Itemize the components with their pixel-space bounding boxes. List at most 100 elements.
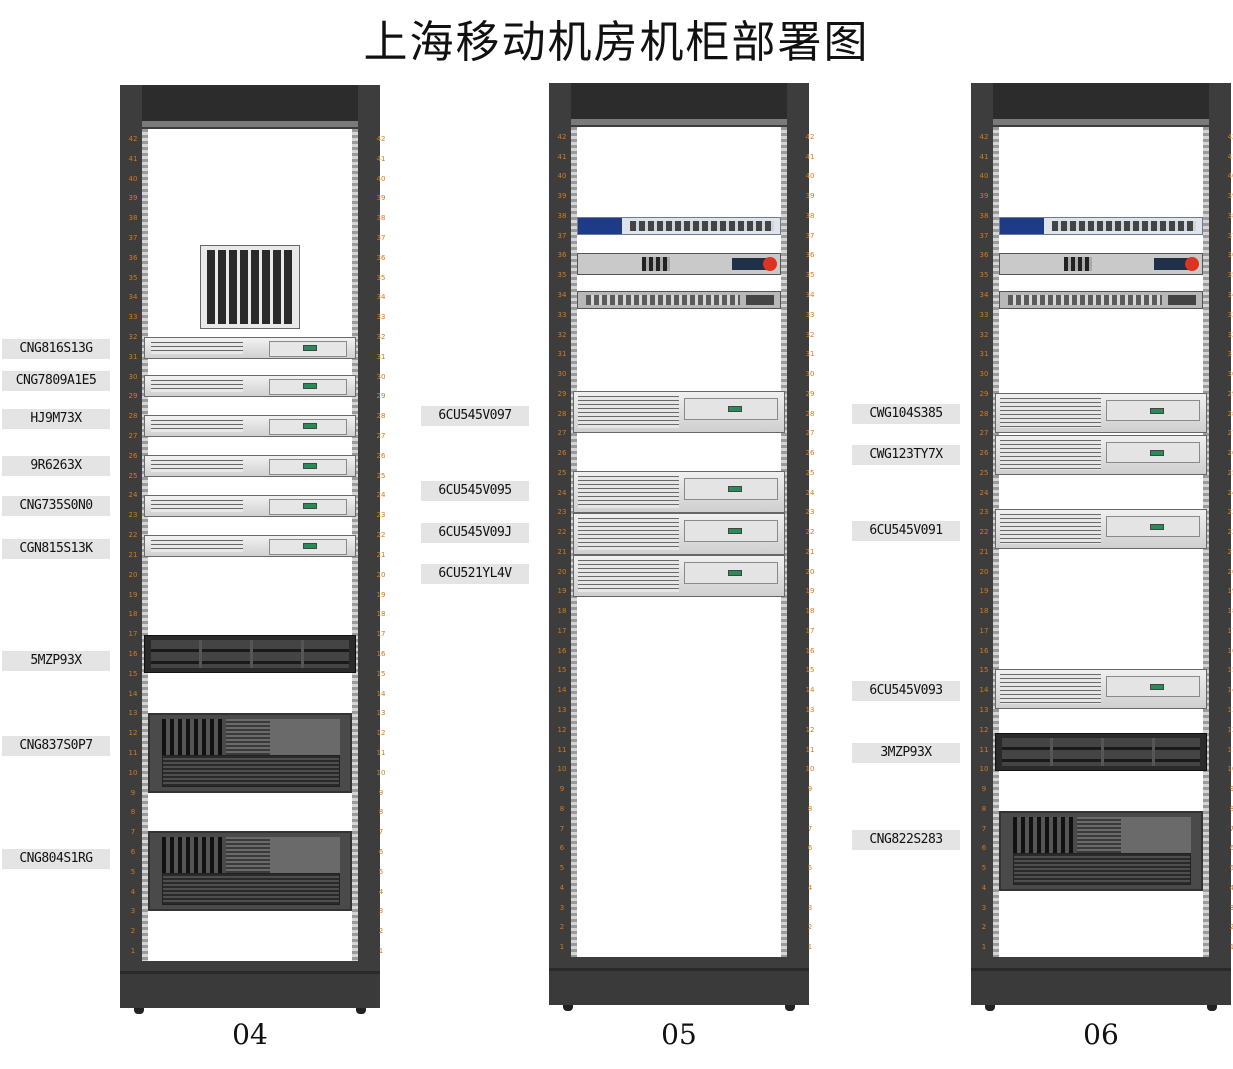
unit-number: 42 <box>557 132 567 141</box>
tape-library <box>200 245 300 329</box>
unit-number: 30 <box>979 370 989 379</box>
unit-number: 28 <box>128 412 138 421</box>
unit-number: 20 <box>376 570 386 579</box>
status-led <box>303 503 317 509</box>
unit-number: 25 <box>979 468 989 477</box>
storage-array <box>995 733 1207 771</box>
unit-number: 2 <box>981 923 987 932</box>
unit-number: 18 <box>376 610 386 619</box>
unit-number: 25 <box>805 468 815 477</box>
unit-number: 1 <box>559 943 565 952</box>
unit-number: 30 <box>1227 370 1233 379</box>
network-switch <box>577 291 781 309</box>
unit-number: 3 <box>130 907 136 916</box>
unit-number: 21 <box>128 550 138 559</box>
rack-top <box>993 83 1209 121</box>
server-2u <box>995 669 1207 709</box>
unit-number: 5 <box>559 864 565 873</box>
unit-number: 14 <box>805 686 815 695</box>
unit-number: 25 <box>557 468 567 477</box>
unit-number: 16 <box>805 646 815 655</box>
unit-number: 11 <box>805 745 815 754</box>
unit-number: 38 <box>979 211 989 220</box>
rack-band <box>571 119 787 125</box>
unit-number: 6 <box>559 844 565 853</box>
unit-number: 42 <box>1227 132 1233 141</box>
rack-foot <box>134 1008 144 1014</box>
unit-number: 2 <box>378 927 384 936</box>
unit-number: 39 <box>805 192 815 201</box>
switch-ports <box>1008 295 1162 305</box>
f5-logo-icon <box>763 257 777 271</box>
unit-number: 35 <box>376 273 386 282</box>
unit-number: 26 <box>805 449 815 458</box>
unit-number: 13 <box>979 705 989 714</box>
unit-number: 9 <box>130 788 136 797</box>
device-tag: CGN815S13K <box>2 539 110 559</box>
unit-number: 38 <box>1227 211 1233 220</box>
unit-number: 14 <box>557 686 567 695</box>
rack-base <box>549 968 809 1005</box>
unit-number: 29 <box>128 392 138 401</box>
network-ports <box>1052 221 1196 231</box>
unit-number: 10 <box>805 765 815 774</box>
unit-number: 7 <box>1229 824 1233 833</box>
unit-number: 4 <box>559 883 565 892</box>
status-led <box>728 528 742 534</box>
unit-number: 3 <box>559 903 565 912</box>
unit-number: 35 <box>1227 271 1233 280</box>
unit-number: 17 <box>128 630 138 639</box>
server-1u <box>144 535 356 557</box>
unit-number: 41 <box>805 152 815 161</box>
unit-number: 26 <box>128 451 138 460</box>
server-2u <box>573 555 785 597</box>
unit-number: 6 <box>1229 844 1233 853</box>
vendor-logo <box>1000 218 1044 234</box>
unit-number: 3 <box>807 903 813 912</box>
unit-number: 29 <box>376 392 386 401</box>
unit-number: 6 <box>378 848 384 857</box>
unit-number: 41 <box>557 152 567 161</box>
unit-number: 16 <box>376 649 386 658</box>
rack-foot <box>356 1008 366 1014</box>
unit-number: 34 <box>557 290 567 299</box>
unit-number: 39 <box>128 194 138 203</box>
unit-number: 15 <box>557 666 567 675</box>
unit-number: 23 <box>557 508 567 517</box>
unit-number: 27 <box>979 429 989 438</box>
unit-number: 24 <box>128 491 138 500</box>
unit-number: 4 <box>1229 883 1233 892</box>
unit-number: 28 <box>376 412 386 421</box>
unit-number: 34 <box>128 293 138 302</box>
rack-label: 06 <box>1083 1018 1119 1051</box>
unit-number: 17 <box>1227 626 1233 635</box>
unit-number: 31 <box>557 350 567 359</box>
unit-number: 17 <box>557 626 567 635</box>
unit-number: 4 <box>807 883 813 892</box>
unit-number: 37 <box>1227 231 1233 240</box>
unit-number: 1 <box>378 947 384 956</box>
unit-number: 21 <box>979 547 989 556</box>
network-switch <box>999 291 1203 309</box>
device-tag: CWG123TY7X <box>852 445 960 465</box>
unit-number: 26 <box>376 451 386 460</box>
unit-number: 5 <box>130 867 136 876</box>
unit-number: 26 <box>1227 449 1233 458</box>
unit-number: 36 <box>979 251 989 260</box>
unit-number: 29 <box>979 389 989 398</box>
status-led <box>303 345 317 351</box>
rack-top <box>142 85 358 123</box>
unit-number: 11 <box>979 745 989 754</box>
device-tag: CNG804S1RG <box>2 849 110 869</box>
rack-top <box>571 83 787 121</box>
status-led <box>1150 684 1164 690</box>
unit-number: 41 <box>1227 152 1233 161</box>
rack-band <box>142 121 358 127</box>
rack-foot <box>1207 1005 1217 1011</box>
unit-number: 36 <box>557 251 567 260</box>
server-1u <box>144 495 356 517</box>
server-2u <box>995 393 1207 433</box>
unit-number: 24 <box>376 491 386 500</box>
unit-number: 13 <box>1227 705 1233 714</box>
unit-number: 27 <box>557 429 567 438</box>
